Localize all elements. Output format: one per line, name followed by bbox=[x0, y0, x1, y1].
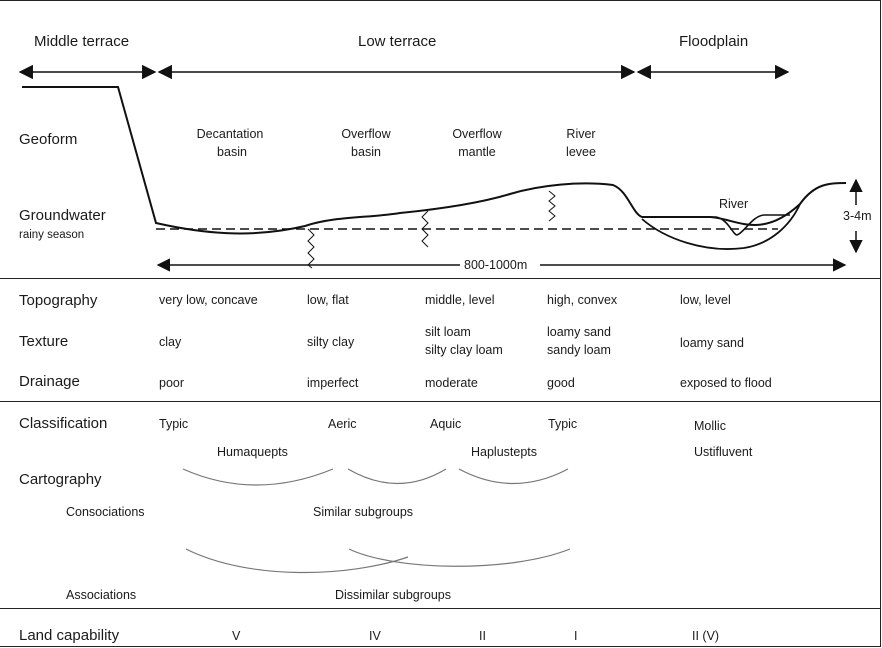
separator-classification-capability bbox=[0, 608, 881, 609]
geoform-river-levee-line1: River bbox=[566, 127, 596, 141]
geoform-overflow-mantle-line1: Overflow bbox=[452, 127, 502, 141]
drainage-value-decantation: poor bbox=[159, 376, 185, 390]
capability-class-levee: I bbox=[574, 629, 578, 643]
texture-value-levee-line2: sandy loam bbox=[547, 343, 611, 357]
depth-label: 3-4m bbox=[843, 209, 872, 223]
association-bracket-2 bbox=[348, 548, 571, 567]
topography-value-levee: high, convex bbox=[547, 293, 618, 307]
topography-value-floodplain: low, level bbox=[680, 293, 731, 307]
geoform-overflow-mantle-line2: mantle bbox=[458, 145, 496, 159]
texture-value-floodplain: loamy sand bbox=[680, 336, 744, 350]
drainage-value-overflow-basin: imperfect bbox=[307, 376, 359, 390]
drainage-value-overflow-mantle: moderate bbox=[425, 376, 478, 390]
topography-value-overflow-basin: low, flat bbox=[307, 293, 349, 307]
geoform-decantation-basin-line2: basin bbox=[217, 145, 247, 159]
consociations-label: Consociations bbox=[66, 505, 145, 519]
river-channel-line bbox=[641, 203, 801, 250]
river-label: River bbox=[719, 197, 749, 211]
consociation-bracket-typic bbox=[458, 468, 569, 484]
texture-value-overflow-mantle-line2: silty clay loam bbox=[425, 343, 503, 357]
texture-value-levee-line1: loamy sand bbox=[547, 325, 611, 339]
geoform-overflow-basin-line2: basin bbox=[351, 145, 381, 159]
capability-class-overflow-basin: IV bbox=[369, 629, 381, 643]
texture-value-overflow-basin: silty clay bbox=[307, 335, 355, 349]
geoform-decantation-basin-line1: Decantation bbox=[196, 127, 264, 141]
land-capability-label: Land capability bbox=[19, 627, 120, 644]
associations-label: Associations bbox=[66, 588, 137, 602]
classification-label: Classification bbox=[19, 415, 108, 432]
drainage-value-levee: good bbox=[547, 376, 575, 390]
similar-subgroups-label: Similar subgroups bbox=[313, 505, 414, 519]
texture-value-overflow-mantle-line1: silt loam bbox=[425, 325, 471, 339]
separator-properties-classification bbox=[0, 401, 881, 402]
capability-class-floodplain: II (V) bbox=[692, 629, 720, 643]
drainage-value-floodplain: exposed to flood bbox=[680, 376, 772, 390]
groundwater-sublabel: rainy season bbox=[19, 229, 85, 241]
terrain-surface-line bbox=[22, 86, 847, 235]
geoform-river-levee-line2: levee bbox=[566, 145, 596, 159]
great-group-ustifluvent: Ustifluvent bbox=[694, 445, 753, 459]
great-group-humaquepts: Humaquepts bbox=[217, 445, 288, 459]
drainage-label: Drainage bbox=[19, 373, 80, 390]
distance-label: 800-1000m bbox=[464, 258, 528, 272]
great-group-haplustepts: Haplustepts bbox=[471, 445, 538, 459]
subgroup-typic-1: Typic bbox=[159, 417, 189, 431]
zone-floodplain: Floodplain bbox=[679, 33, 749, 50]
subgroup-mollic: Mollic bbox=[694, 419, 726, 433]
groundwater-label: Groundwater bbox=[19, 207, 106, 224]
consociation-bracket-humaquepts bbox=[182, 468, 334, 486]
subgroup-aeric: Aeric bbox=[328, 417, 357, 431]
capillary-zigzag-1 bbox=[307, 228, 315, 269]
topography-value-decantation: very low, concave bbox=[159, 293, 258, 307]
association-bracket-1 bbox=[185, 548, 409, 574]
geoform-label: Geoform bbox=[19, 131, 78, 148]
texture-label: Texture bbox=[19, 333, 69, 350]
capability-class-overflow-mantle: II bbox=[479, 629, 486, 643]
capillary-zigzag-2 bbox=[421, 210, 429, 248]
zone-middle-terrace: Middle terrace bbox=[34, 33, 130, 50]
consociation-bracket-aquic bbox=[347, 468, 447, 484]
subgroup-aquic: Aquic bbox=[430, 417, 462, 431]
topography-value-overflow-mantle: middle, level bbox=[425, 293, 495, 307]
zone-low-terrace: Low terrace bbox=[358, 33, 437, 50]
cartography-label: Cartography bbox=[19, 471, 102, 488]
texture-value-decantation: clay bbox=[159, 335, 182, 349]
river-water-surface bbox=[650, 214, 790, 236]
capability-class-decantation: V bbox=[232, 629, 241, 643]
geoform-overflow-basin-line1: Overflow bbox=[341, 127, 391, 141]
topography-label: Topography bbox=[19, 292, 98, 309]
subgroup-typic-2: Typic bbox=[548, 417, 578, 431]
capillary-zigzag-3 bbox=[548, 190, 556, 222]
dissimilar-subgroups-label: Dissimilar subgroups bbox=[335, 588, 452, 602]
separator-profile-properties bbox=[0, 278, 881, 279]
